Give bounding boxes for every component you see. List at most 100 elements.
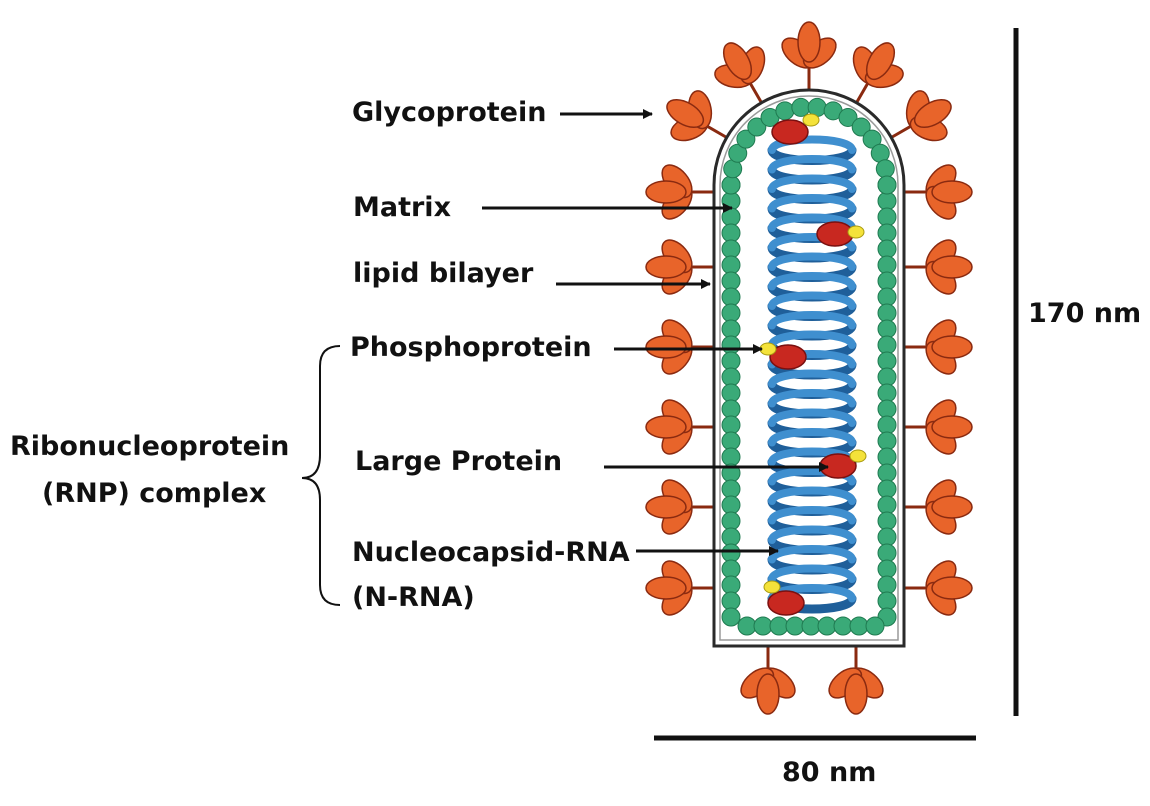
matrix-protein xyxy=(877,543,897,563)
matrix-protein xyxy=(721,319,741,339)
coil-turn xyxy=(768,408,856,427)
nucleocapsid-label-line1: Nucleocapsid-RNA xyxy=(352,537,630,568)
glycoprotein-spike xyxy=(645,560,714,616)
rnp-label-line1: Ribonucleoprotein xyxy=(10,431,289,462)
glycoprotein-spike xyxy=(740,646,796,715)
matrix-protein xyxy=(877,319,897,339)
glycoprotein-spike xyxy=(645,319,714,375)
coil-turn xyxy=(768,564,856,583)
matrix-protein xyxy=(877,447,897,467)
glycoprotein-spike xyxy=(714,42,766,104)
matrix-protein xyxy=(877,351,897,371)
spike-lobe xyxy=(756,673,780,715)
matrix-protein xyxy=(877,255,897,275)
coil-turn xyxy=(768,369,856,388)
matrix-protein xyxy=(721,575,741,595)
polymerase-complexes xyxy=(759,113,867,616)
glycoprotein-spike xyxy=(904,239,973,295)
matrix-protein xyxy=(736,129,756,149)
matrix-protein xyxy=(877,495,897,515)
spike-lobe xyxy=(645,255,687,279)
matrix-protein xyxy=(721,431,741,451)
large-protein xyxy=(816,221,854,247)
matrix-layer xyxy=(721,97,897,636)
spike-lobe xyxy=(865,42,896,81)
glycoprotein-spike xyxy=(904,560,973,616)
matrix-protein xyxy=(877,527,897,547)
matrix-protein xyxy=(877,559,897,579)
spike-lobe xyxy=(931,576,973,600)
matrix-protein xyxy=(721,287,741,307)
phosphoprotein xyxy=(759,342,777,356)
lipid-bilayer-label: lipid bilayer xyxy=(353,258,534,289)
lipid-bilayer-inner xyxy=(719,95,899,641)
matrix-protein xyxy=(721,511,741,531)
matrix-protein xyxy=(877,271,897,291)
matrix-protein xyxy=(721,415,741,435)
matrix-protein xyxy=(721,383,741,403)
matrix-protein xyxy=(721,255,741,275)
coil-turn xyxy=(768,272,856,291)
lipid-bilayer-membrane xyxy=(712,88,906,648)
matrix-protein xyxy=(877,303,897,323)
spike-lobe xyxy=(931,180,973,204)
glycoprotein-spike xyxy=(645,239,714,295)
spike-lobe xyxy=(666,98,705,129)
large-protein xyxy=(769,344,807,370)
matrix-protein xyxy=(877,223,897,243)
large-protein xyxy=(767,590,805,616)
matrix-protein xyxy=(753,616,773,636)
spike-lobe xyxy=(645,495,687,519)
spike-lobe xyxy=(797,21,821,63)
spike-lobe xyxy=(645,335,687,359)
spike-lobe xyxy=(722,42,753,81)
width-scale-label: 80 nm xyxy=(782,757,876,788)
matrix-protein xyxy=(877,399,897,419)
matrix-protein xyxy=(747,117,767,137)
glycoprotein-spike xyxy=(781,21,837,90)
spike-lobe xyxy=(645,576,687,600)
coil-turn xyxy=(768,330,856,349)
glycoprotein-spike xyxy=(852,42,904,104)
spike-lobe xyxy=(645,415,687,439)
matrix-label: Matrix xyxy=(353,192,451,223)
matrix-protein xyxy=(801,616,821,636)
matrix-protein xyxy=(721,527,741,547)
matrix-protein xyxy=(851,117,871,137)
matrix-protein xyxy=(721,447,741,467)
matrix-protein xyxy=(791,97,811,117)
matrix-protein xyxy=(721,271,741,291)
matrix-protein xyxy=(721,479,741,499)
coil-turn xyxy=(768,252,856,271)
glycoprotein-spike xyxy=(828,646,884,715)
glycoprotein-spike xyxy=(645,479,714,535)
coil-turn xyxy=(768,291,856,310)
phosphoprotein xyxy=(802,113,820,127)
spike-lobe xyxy=(931,335,973,359)
coil-turn xyxy=(768,486,856,505)
spike-lobe xyxy=(844,673,868,715)
rnp-brace xyxy=(301,345,341,606)
matrix-protein xyxy=(877,463,897,483)
coil-turn xyxy=(768,174,856,193)
matrix-protein xyxy=(769,616,789,636)
matrix-protein xyxy=(721,559,741,579)
matrix-protein xyxy=(877,191,897,211)
phosphoprotein xyxy=(763,580,781,594)
matrix-protein xyxy=(877,591,897,611)
coil-turn xyxy=(768,233,856,252)
phosphoprotein xyxy=(849,449,867,463)
matrix-protein xyxy=(721,351,741,371)
matrix-protein xyxy=(833,616,853,636)
coil-turn xyxy=(768,525,856,544)
spike-lobe xyxy=(931,495,973,519)
coil-turn xyxy=(768,467,856,486)
matrix-protein xyxy=(721,495,741,515)
glycoprotein-spike xyxy=(645,399,714,455)
matrix-protein xyxy=(877,239,897,259)
large-protein xyxy=(771,119,809,145)
matrix-protein xyxy=(877,287,897,307)
matrix-protein xyxy=(877,511,897,531)
rnp-label-line2: (RNP) complex xyxy=(42,478,266,509)
